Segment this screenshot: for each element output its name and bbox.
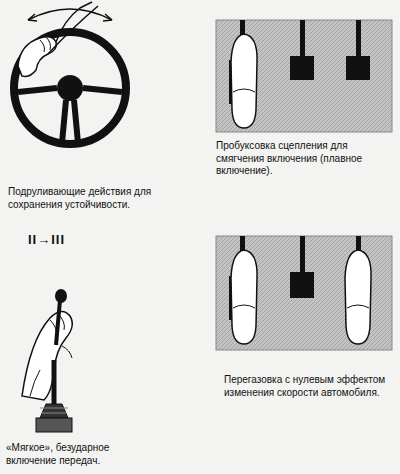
gear-lever (22, 289, 72, 432)
pedal-box (216, 236, 392, 350)
caption: Подруливающие действия для сохранения ус… (8, 186, 178, 211)
pedal-box (216, 20, 392, 132)
steering-wheel (14, 2, 126, 144)
caption: «Мягкое», безударное включение передач. (6, 442, 136, 467)
caption: Перегазовка с нулевым эффектом изменения… (224, 374, 389, 399)
caption: Пробуксовка сцепления для смягчения вклю… (216, 140, 366, 178)
gear-label: II→III (28, 232, 108, 248)
